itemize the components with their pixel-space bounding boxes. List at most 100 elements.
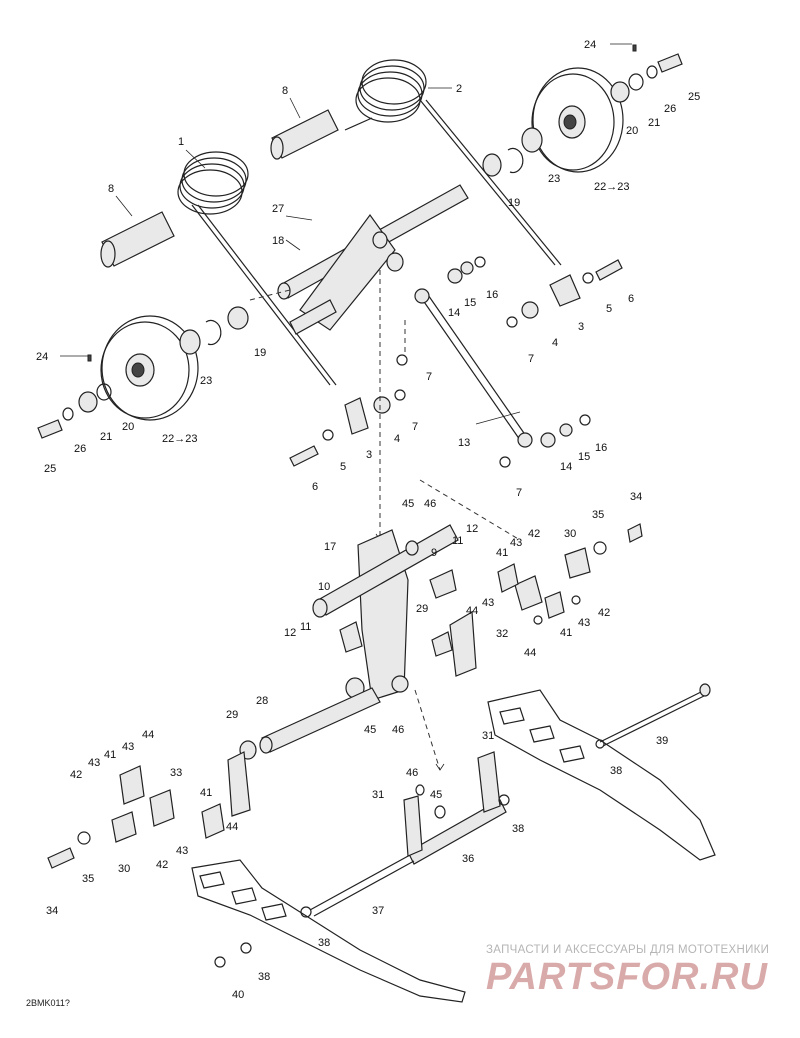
callout-42: 42 <box>598 607 610 619</box>
callout-7: 7 <box>516 487 522 499</box>
callout-46: 46 <box>392 724 404 736</box>
callout-5: 5 <box>340 461 346 473</box>
callout-11: 11 <box>452 535 463 547</box>
callout-20: 20 <box>626 125 638 137</box>
stopper-right <box>506 259 623 328</box>
callout-16: 16 <box>486 289 498 301</box>
callout-24: 24 <box>36 351 48 363</box>
sleeve-left <box>100 211 175 268</box>
sleeve-right <box>270 109 339 160</box>
callout-34: 34 <box>46 905 58 917</box>
callout-41: 41 <box>560 627 572 639</box>
callout-38: 38 <box>610 765 622 777</box>
callout-25: 25 <box>44 463 56 475</box>
callout-14: 14 <box>448 307 460 319</box>
callout-23: 23 <box>200 375 212 387</box>
lower-shaft <box>239 687 381 760</box>
callout-22-23: 22→23 <box>594 181 629 193</box>
callout-20: 20 <box>122 421 134 433</box>
callout-42: 42 <box>156 859 168 871</box>
callout-38: 38 <box>318 937 330 949</box>
callout-44: 44 <box>524 647 536 659</box>
callout-37: 37 <box>372 905 384 917</box>
callout-44: 44 <box>142 729 154 741</box>
callout-41: 41 <box>104 749 116 761</box>
callout-4: 4 <box>552 337 558 349</box>
callout-6: 6 <box>628 293 634 305</box>
callout-11: 11 <box>300 621 311 633</box>
callout-15: 15 <box>464 297 476 309</box>
callout-43: 43 <box>176 845 188 857</box>
callout-12: 12 <box>284 627 296 639</box>
callout-32: 32 <box>496 628 508 640</box>
callout-30: 30 <box>118 863 130 875</box>
callout-4: 4 <box>394 433 400 445</box>
diagram-code: 2BMK011? <box>26 998 70 1008</box>
small-parts-left-wheel <box>37 306 249 439</box>
torsion-spring-left <box>177 151 337 386</box>
callout-38: 38 <box>258 971 270 983</box>
bushings-rod-ends <box>447 256 591 468</box>
callout-5: 5 <box>606 303 612 315</box>
callout-16: 16 <box>595 442 607 454</box>
callout-1: 1 <box>178 136 184 148</box>
long-bolt <box>595 683 711 749</box>
callout-26: 26 <box>74 443 86 455</box>
callout-43: 43 <box>510 537 522 549</box>
callout-43: 43 <box>88 757 100 769</box>
callout-42: 42 <box>528 528 540 540</box>
callout-19: 19 <box>508 197 520 209</box>
callout-27: 27 <box>272 203 284 215</box>
side-rail-right <box>487 689 716 861</box>
callout-36: 36 <box>462 853 474 865</box>
callout-35: 35 <box>82 873 94 885</box>
callout-10: 10 <box>318 581 330 593</box>
callout-3: 3 <box>578 321 584 333</box>
rear-arm <box>312 524 477 701</box>
callout-41: 41 <box>496 547 508 559</box>
callout-42: 42 <box>70 769 82 781</box>
callout-41: 41 <box>200 787 212 799</box>
callout-7: 7 <box>412 421 418 433</box>
callout-7: 7 <box>528 353 534 365</box>
callout-44: 44 <box>466 605 478 617</box>
upper-arm-assembly <box>277 184 469 335</box>
left-bushing-group <box>47 751 251 869</box>
callout-29: 29 <box>416 603 428 615</box>
stopper-center <box>289 354 408 467</box>
watermark-caption: ЗАПЧАСТИ И АКСЕССУАРЫ ДЛЯ МОТОТЕХНИКИ <box>486 944 770 956</box>
callout-21: 21 <box>100 431 112 443</box>
callout-45: 45 <box>402 498 414 510</box>
callout-8: 8 <box>108 183 114 195</box>
idler-wheel-right <box>531 67 624 173</box>
watermark-logo: PARTSFOR.RU <box>486 956 768 998</box>
callout-6: 6 <box>312 481 318 493</box>
callout-14: 14 <box>560 461 572 473</box>
callout-46: 46 <box>424 498 436 510</box>
callout-35: 35 <box>592 509 604 521</box>
callout-9: 9 <box>431 547 437 559</box>
callout-12: 12 <box>466 523 478 535</box>
lower-cross-shafts <box>214 751 510 968</box>
callout-43: 43 <box>122 741 134 753</box>
callout-44: 44 <box>226 821 238 833</box>
side-rail-left <box>191 859 466 1003</box>
callout-29: 29 <box>226 709 238 721</box>
torsion-spring-right <box>344 59 562 266</box>
callout-31: 31 <box>482 730 494 742</box>
callout-2: 2 <box>456 83 462 95</box>
callout-38: 38 <box>512 823 524 835</box>
callout-40: 40 <box>232 989 244 1001</box>
callout-3: 3 <box>366 449 372 461</box>
callout-26: 26 <box>664 103 676 115</box>
callout-labels: 1 2 3 3 4 4 5 5 6 6 7 7 7 7 8 8 9 10 11 … <box>36 39 700 1001</box>
callout-33: 33 <box>170 767 182 779</box>
callout-7: 7 <box>426 371 432 383</box>
callout-23: 23 <box>548 173 560 185</box>
callout-17: 17 <box>324 541 336 553</box>
callout-25: 25 <box>688 91 700 103</box>
callout-46: 46 <box>406 767 418 779</box>
callout-18: 18 <box>272 235 284 247</box>
callout-30: 30 <box>564 528 576 540</box>
